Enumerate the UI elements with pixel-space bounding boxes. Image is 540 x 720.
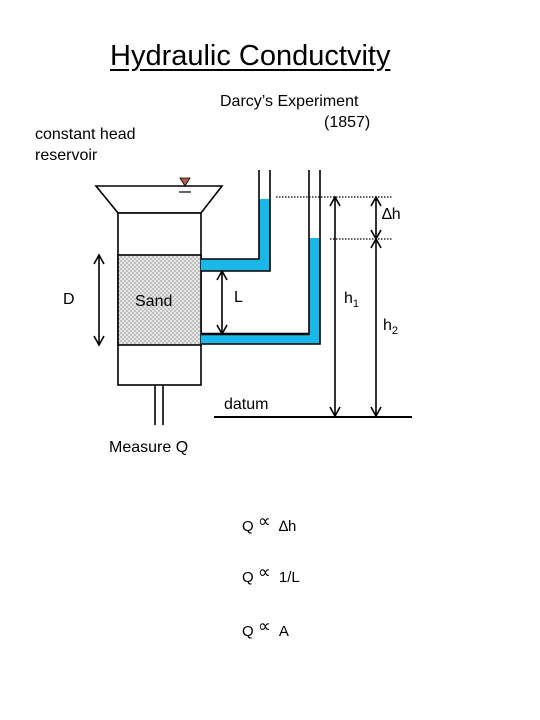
- l-arrow-top-head: [216, 269, 228, 281]
- relation-rhs: ∆h: [278, 518, 297, 535]
- h2-label: h2: [383, 317, 398, 337]
- h1-label: h1: [344, 290, 359, 310]
- h2-label-sub: 2: [391, 325, 399, 338]
- sand-layer: [117, 254, 202, 346]
- d-arrow-top-head: [93, 253, 105, 265]
- h1-label-main: h: [344, 290, 353, 307]
- sand-label: Sand: [135, 293, 173, 310]
- delta-h-top-head: [370, 195, 382, 207]
- proportional-symbol: ∝: [257, 616, 271, 636]
- h2-top-head: [370, 237, 382, 249]
- measure-q-label: Measure Q: [109, 439, 189, 456]
- relation-area: Q ∝ A: [242, 616, 289, 641]
- relation-rhs: 1/L: [278, 569, 300, 586]
- water-level-marker-icon: [179, 177, 191, 187]
- h2-label-main: h: [383, 317, 392, 334]
- l-arrow-bottom-head: [216, 324, 228, 336]
- proportional-symbol: ∝: [257, 562, 271, 582]
- relation-rhs: A: [278, 623, 289, 640]
- experiment-subtitle: Darcy’s Experiment (1857): [220, 91, 370, 133]
- reservoir-funnel: [94, 185, 224, 214]
- reservoir-label: constant head reservoir: [35, 124, 136, 166]
- subtitle-year: (1857): [324, 114, 371, 131]
- delta-h-label: ∆h: [382, 206, 401, 223]
- page-title: Hydraulic Conductvity: [110, 40, 391, 72]
- relation-inverse-l: Q ∝ 1/L: [242, 562, 300, 587]
- l-label: L: [234, 289, 243, 306]
- d-arrow-bottom-head: [93, 335, 105, 347]
- h1-top-head: [329, 195, 341, 207]
- proportional-symbol: ∝: [257, 511, 271, 531]
- relation-lhs: Q: [242, 569, 254, 586]
- relation-lhs: Q: [242, 623, 254, 640]
- datum-label: datum: [224, 396, 269, 413]
- h1-label-sub: 1: [352, 298, 360, 311]
- d-label: D: [63, 291, 75, 308]
- relation-lhs: Q: [242, 518, 254, 535]
- upper-manometer-water: [201, 199, 270, 271]
- subtitle-line1: Darcy’s Experiment: [220, 93, 359, 110]
- reservoir-label-line2: reservoir: [35, 147, 98, 164]
- relation-delta-h: Q ∝ ∆h: [242, 511, 297, 536]
- reservoir-label-line1: constant head: [35, 126, 136, 143]
- upper-manometer-tube: [201, 170, 271, 272]
